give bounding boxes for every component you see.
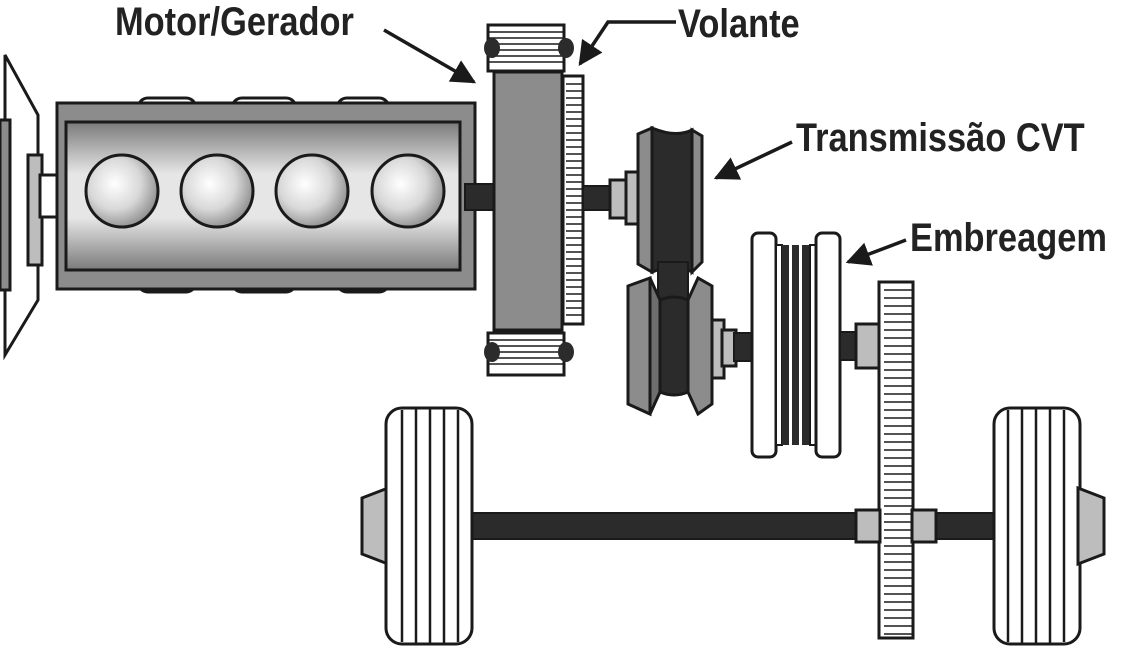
motor-generator bbox=[484, 23, 574, 377]
arrow-motor-gerador bbox=[383, 28, 477, 84]
cvt-upper-pulley bbox=[608, 125, 704, 276]
label-volante: Volante bbox=[678, 2, 800, 46]
front-pulley bbox=[0, 54, 60, 361]
cvt-lower-pulley bbox=[626, 275, 738, 417]
cylinder-4 bbox=[370, 153, 446, 229]
label-arrows bbox=[383, 20, 907, 266]
cylinder-1 bbox=[84, 153, 160, 229]
engine-block bbox=[55, 96, 477, 294]
crankshaft bbox=[464, 183, 498, 211]
label-motor-gerador: Motor/Gerador bbox=[115, 0, 354, 44]
gear-hub-upper bbox=[854, 322, 882, 370]
flywheel bbox=[561, 74, 585, 326]
arrow-embreagem bbox=[845, 238, 907, 266]
clutch bbox=[750, 231, 842, 459]
cylinder-3 bbox=[274, 153, 350, 229]
final-drive-gear bbox=[854, 280, 938, 640]
label-embreagem: Embreagem bbox=[910, 216, 1107, 260]
left-wheel bbox=[360, 406, 474, 646]
right-wheel bbox=[992, 406, 1106, 646]
label-transmissao-cvt: Transmissão CVT bbox=[796, 116, 1085, 160]
arrow-volante bbox=[578, 20, 676, 67]
arrow-transmissao-cvt bbox=[713, 140, 793, 180]
cylinder-2 bbox=[179, 153, 255, 229]
